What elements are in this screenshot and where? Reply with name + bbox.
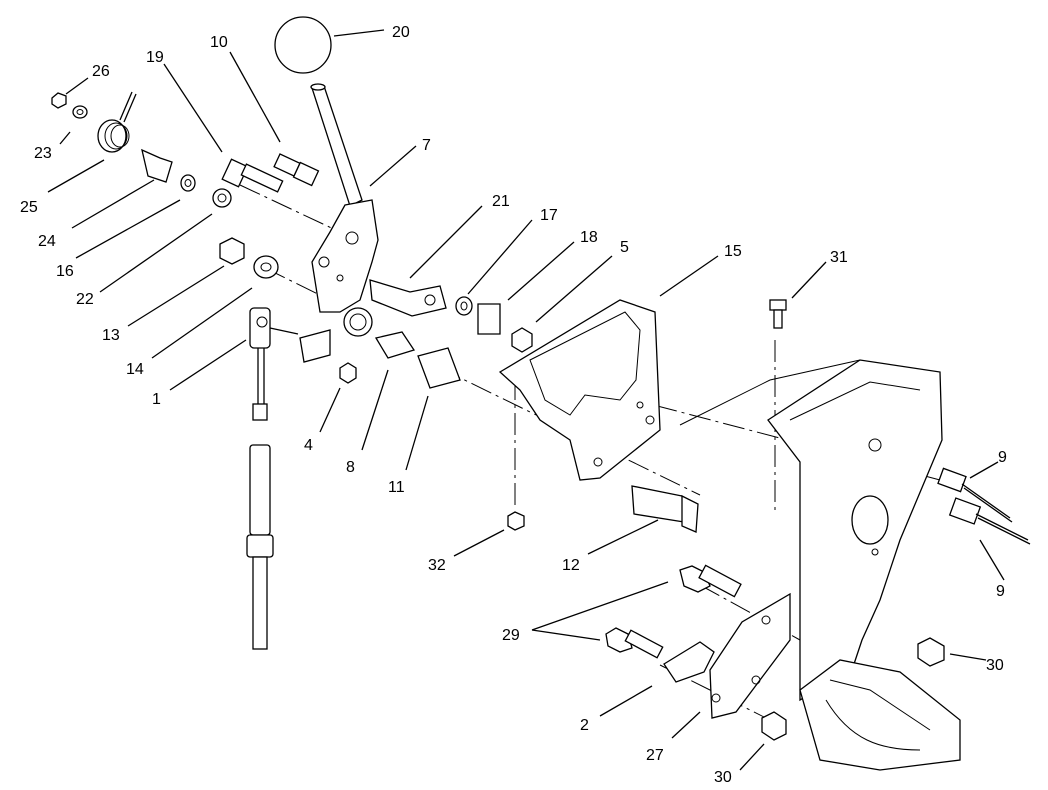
callout-9-upper: 9 — [998, 449, 1007, 466]
shift-knob — [274, 16, 332, 74]
bushings — [299, 307, 461, 389]
callout-21: 21 — [492, 193, 510, 210]
callout-20: 20 — [392, 24, 410, 41]
callout-19: 19 — [146, 49, 164, 66]
callout-13: 13 — [102, 327, 120, 344]
frame-tube — [799, 659, 961, 771]
callout-12: 12 — [562, 557, 580, 574]
callout-32: 32 — [428, 557, 446, 574]
callout-24: 24 — [38, 233, 56, 250]
mounting-bracket — [498, 299, 661, 481]
callout-11: 11 — [388, 479, 405, 496]
leader-lines — [47, 29, 1005, 771]
callout-25: 25 — [20, 199, 38, 216]
callout-26: 26 — [92, 63, 110, 80]
callout-15: 15 — [724, 243, 742, 260]
callout-17: 17 — [540, 207, 558, 224]
link-assembly — [369, 279, 533, 353]
callout-14: 14 — [126, 361, 144, 378]
shift-cable — [246, 307, 299, 650]
sensors — [937, 467, 1031, 545]
callout-1: 1 — [152, 391, 161, 408]
callout-labels: 20 10 19 26 23 25 24 16 22 13 14 1 7 21 … — [20, 24, 1007, 786]
callout-22: 22 — [76, 291, 94, 308]
callout-23: 23 — [34, 145, 52, 162]
pivot-bolt — [221, 158, 284, 193]
frame-plate — [679, 359, 943, 702]
bracket-fasteners — [507, 299, 787, 533]
callout-5: 5 — [620, 239, 629, 256]
callout-29: 29 — [502, 627, 520, 644]
callout-10: 10 — [210, 34, 228, 51]
callout-30-right: 30 — [986, 657, 1004, 674]
nut-washer-pair — [219, 237, 279, 279]
callout-9-lower: 9 — [996, 583, 1005, 600]
callout-31: 31 — [830, 249, 848, 266]
callout-16: 16 — [56, 263, 74, 280]
spring-stack — [51, 91, 232, 208]
callout-8: 8 — [346, 459, 355, 476]
lower-fasteners — [605, 564, 945, 741]
switch-fitting — [273, 153, 320, 187]
callout-18: 18 — [580, 229, 598, 246]
callout-30-bottom: 30 — [714, 769, 732, 786]
callout-2: 2 — [580, 717, 589, 734]
shift-lever — [310, 83, 379, 313]
callout-27: 27 — [646, 747, 664, 764]
callout-7: 7 — [422, 137, 431, 154]
callout-4: 4 — [304, 437, 313, 454]
